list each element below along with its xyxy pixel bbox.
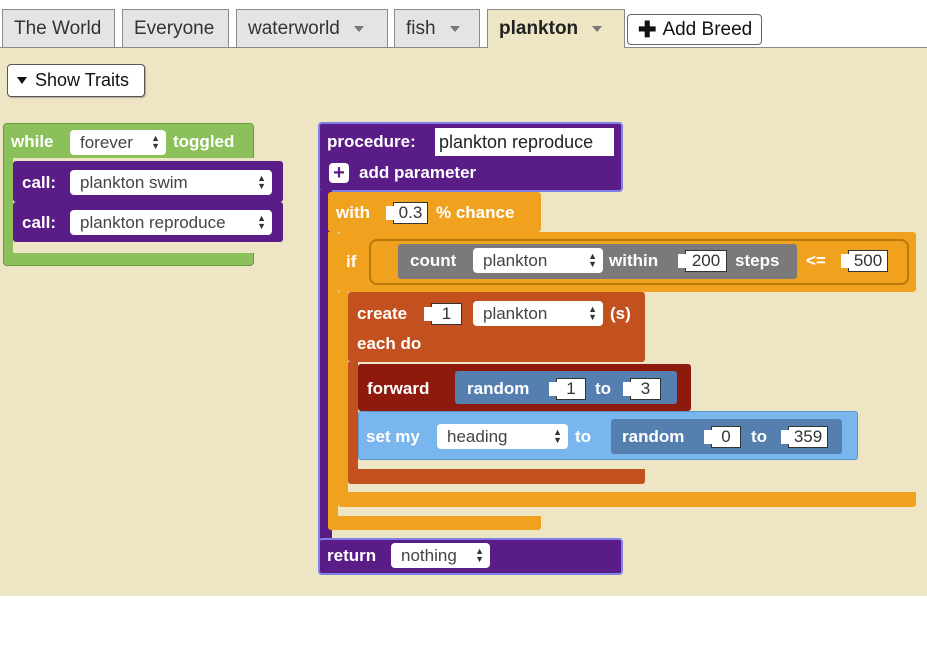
create-count-value: 1 <box>441 304 452 323</box>
chance-input[interactable]: 0.3 <box>386 202 428 224</box>
forward-max-input[interactable]: 3 <box>623 378 661 400</box>
return-value: nothing <box>401 545 457 565</box>
call-procedure-value: plankton swim <box>80 172 188 192</box>
random-label: random <box>467 379 530 398</box>
heading-max-input[interactable]: 359 <box>781 426 828 448</box>
create-breed-dropdown[interactable]: plankton ▲▼ <box>473 301 603 326</box>
forward-min-value: 1 <box>566 379 576 398</box>
with-chance-footer <box>328 516 541 530</box>
chance-value: 0.3 <box>398 203 423 222</box>
forward-min-input[interactable]: 1 <box>549 378 586 400</box>
show-traits-label: Show Traits <box>35 70 130 90</box>
chance-label: % chance <box>436 203 515 222</box>
up-down-arrows-icon: ▲▼ <box>553 427 562 445</box>
steps-label: steps <box>735 251 780 270</box>
within-label: within <box>609 251 659 270</box>
if-label: if <box>346 252 357 271</box>
heading-min-input[interactable]: 0 <box>704 426 741 448</box>
show-traits-button[interactable]: Show Traits <box>7 64 145 97</box>
if-block-footer <box>338 492 916 507</box>
return-label: return <box>327 546 377 565</box>
toggled-label: toggled <box>173 132 235 151</box>
up-down-arrows-icon: ▲▼ <box>588 304 597 322</box>
tab-plankton-label: plankton <box>499 18 579 39</box>
up-down-arrows-icon: ▲▼ <box>588 251 597 269</box>
chevron-down-icon <box>353 25 364 32</box>
add-breed-button[interactable]: ✚ Add Breed <box>627 14 762 45</box>
call-procedure-dropdown[interactable]: plankton reproduce ▲▼ <box>70 210 272 235</box>
create-label: create <box>357 304 408 323</box>
caret-down-icon <box>17 77 27 84</box>
within-distance-value: 200 <box>691 251 721 270</box>
create-suffix-label: (s) <box>610 304 631 323</box>
call-procedure-value: plankton reproduce <box>80 212 226 232</box>
tab-the-world-label: The World <box>14 17 102 39</box>
tab-the-world[interactable]: The World <box>2 9 115 47</box>
tab-everyone-label: Everyone <box>134 17 215 39</box>
with-label: with <box>336 203 370 222</box>
up-down-arrows-icon: ▲▼ <box>257 173 266 191</box>
tab-waterworld-label: waterworld <box>248 17 340 39</box>
to-label: to <box>595 379 612 398</box>
procedure-label: procedure: <box>327 132 416 151</box>
up-down-arrows-icon: ▲▼ <box>475 546 484 564</box>
add-breed-label: Add Breed <box>662 18 753 40</box>
each-do-label: each do <box>357 334 422 353</box>
heading-min-value: 0 <box>721 427 731 446</box>
return-value-dropdown[interactable]: nothing ▲▼ <box>391 543 490 568</box>
add-parameter-plus-icon[interactable]: + <box>329 162 349 184</box>
plus-icon: ✚ <box>638 16 657 42</box>
comparison-block[interactable] <box>369 239 909 285</box>
count-label: count <box>410 251 457 270</box>
to-label: to <box>751 427 768 446</box>
procedure-name-field[interactable]: plankton reproduce <box>435 128 614 156</box>
while-condition-value: forever <box>80 132 133 152</box>
up-down-arrows-icon: ▲▼ <box>257 213 266 231</box>
tab-everyone[interactable]: Everyone <box>122 9 229 47</box>
set-trait-value: heading <box>447 426 508 446</box>
procedure-name-value: plankton reproduce <box>439 131 594 152</box>
with-chance-rail <box>328 232 338 520</box>
create-breed-value: plankton <box>483 303 548 323</box>
count-breed-dropdown[interactable]: plankton ▲▼ <box>473 248 603 273</box>
set-my-label: set my <box>366 427 420 446</box>
up-down-arrows-icon: ▲▼ <box>151 133 160 151</box>
if-block-rail <box>338 292 348 496</box>
with-chance-block[interactable] <box>328 192 541 232</box>
forward-label: forward <box>367 379 430 398</box>
create-block-footer <box>348 469 645 484</box>
chevron-down-icon <box>592 26 603 32</box>
call-label: call: <box>22 173 57 192</box>
call-label: call: <box>22 213 57 232</box>
within-distance-input[interactable]: 200 <box>678 250 727 272</box>
compare-operator-label: <= <box>806 251 826 270</box>
tab-plankton[interactable]: plankton <box>487 9 625 48</box>
tab-waterworld[interactable]: waterworld <box>236 9 388 47</box>
call-procedure-dropdown[interactable]: plankton swim ▲▼ <box>70 170 272 195</box>
forward-max-value: 3 <box>640 379 651 398</box>
random-label: random <box>622 427 685 446</box>
tab-fish[interactable]: fish <box>394 9 480 47</box>
set-trait-dropdown[interactable]: heading ▲▼ <box>437 424 568 449</box>
while-condition-dropdown[interactable]: forever ▲▼ <box>70 130 166 155</box>
to-label: to <box>575 427 592 446</box>
while-label: while <box>11 132 54 151</box>
heading-max-value: 359 <box>793 427 823 446</box>
create-count-input[interactable]: 1 <box>424 303 462 325</box>
create-block-rail <box>348 362 358 470</box>
add-parameter-label[interactable]: add parameter <box>359 163 477 182</box>
breed-tab-bar: The World Everyone waterworld fish plank… <box>0 0 927 48</box>
compare-value: 500 <box>853 251 883 270</box>
count-breed-value: plankton <box>483 250 548 270</box>
compare-value-input[interactable]: 500 <box>841 250 888 272</box>
chevron-down-icon <box>449 25 460 32</box>
tab-fish-label: fish <box>406 17 436 39</box>
